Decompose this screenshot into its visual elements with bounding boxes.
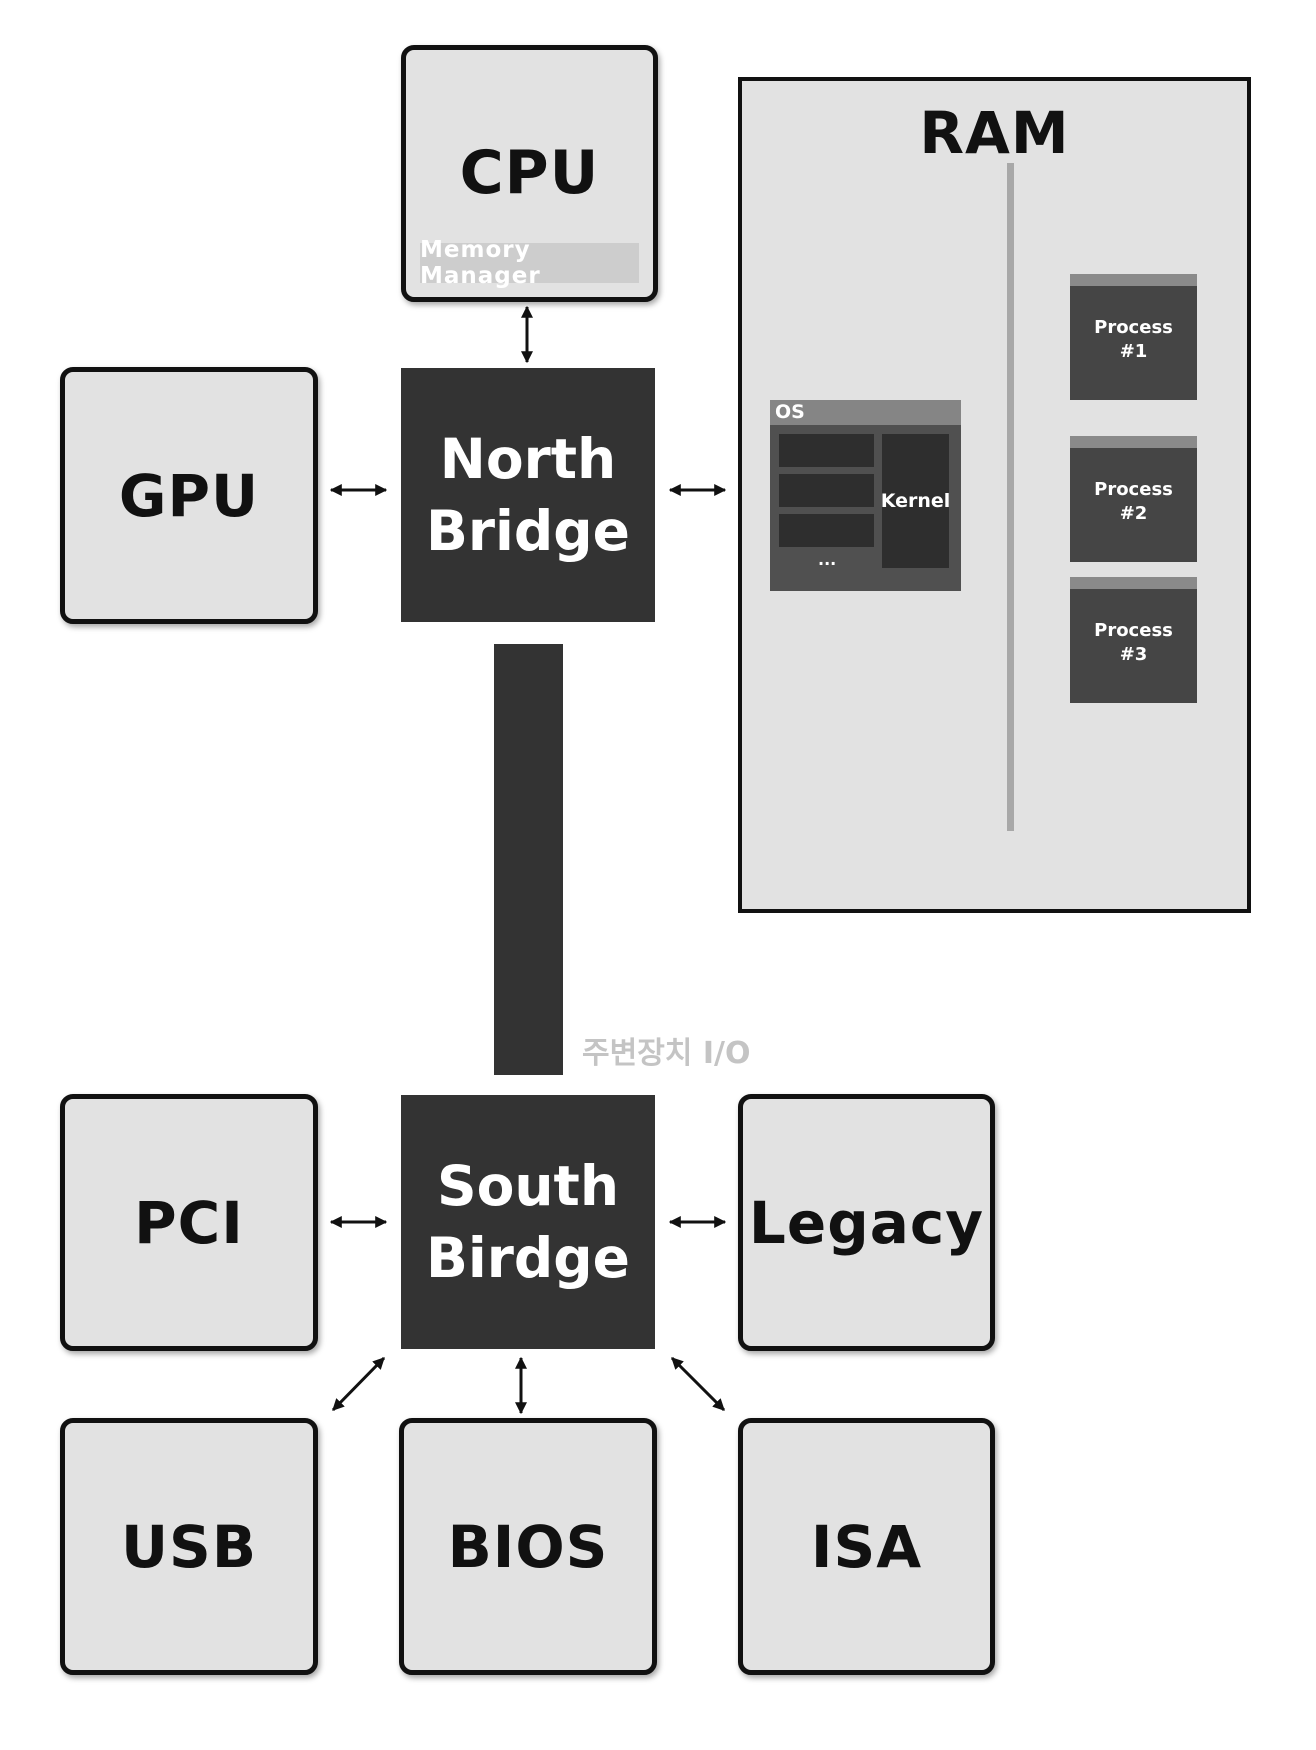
legacy-box: Legacy [738,1094,995,1351]
process-block: Process #3 [1070,577,1197,703]
process-label: Process #2 [1094,479,1173,524]
kernel-block: Kernel [881,434,950,568]
south-bridge: South Birdge [401,1095,655,1349]
gpu-label: GPU [118,461,260,530]
os-slot [779,434,874,467]
memory-manager-label: Memory Manager [420,237,639,289]
southbridge-isa-arrow [670,1356,726,1412]
isa-label: ISA [810,1512,923,1581]
south-bridge-line1: South [436,1154,619,1218]
north-bridge-line2: Bridge [426,499,630,563]
os-more-label: ... [818,550,837,569]
os-label: OS [770,400,961,425]
southbridge-usb-arrow [331,1356,386,1412]
gpu-box: GPU [60,367,318,624]
pci-label: PCI [134,1188,244,1257]
ram-address-line [1007,163,1014,831]
north-bridge-line1: North [439,427,617,491]
process-header [1070,274,1197,286]
process-label: Process #3 [1094,620,1173,665]
io-label: 주변장치 I/O [582,1036,751,1071]
os-slot [779,514,874,547]
process-header [1070,436,1197,448]
bios-label: BIOS [447,1512,609,1581]
process-header [1070,577,1197,589]
peripheral-bus [494,644,563,1075]
ram-box: RAM OS ... Kernel Process #1 Process #2 … [738,77,1251,913]
bios-box: BIOS [399,1418,657,1675]
process-block: Process #1 [1070,274,1197,400]
os-slot [779,474,874,507]
usb-label: USB [120,1512,258,1581]
legacy-label: Legacy [748,1188,985,1257]
usb-box: USB [60,1418,318,1675]
process-label: Process #1 [1094,317,1173,362]
isa-box: ISA [738,1418,995,1675]
os-block: OS ... Kernel [770,400,961,591]
south-bridge-line2: Birdge [426,1226,630,1290]
process-block: Process #2 [1070,436,1197,562]
ram-label: RAM [919,99,1070,167]
cpu-label: CPU [459,138,600,208]
pci-box: PCI [60,1094,318,1351]
north-bridge: North Bridge [401,368,655,622]
cpu-box: CPU Memory Manager [401,45,658,302]
